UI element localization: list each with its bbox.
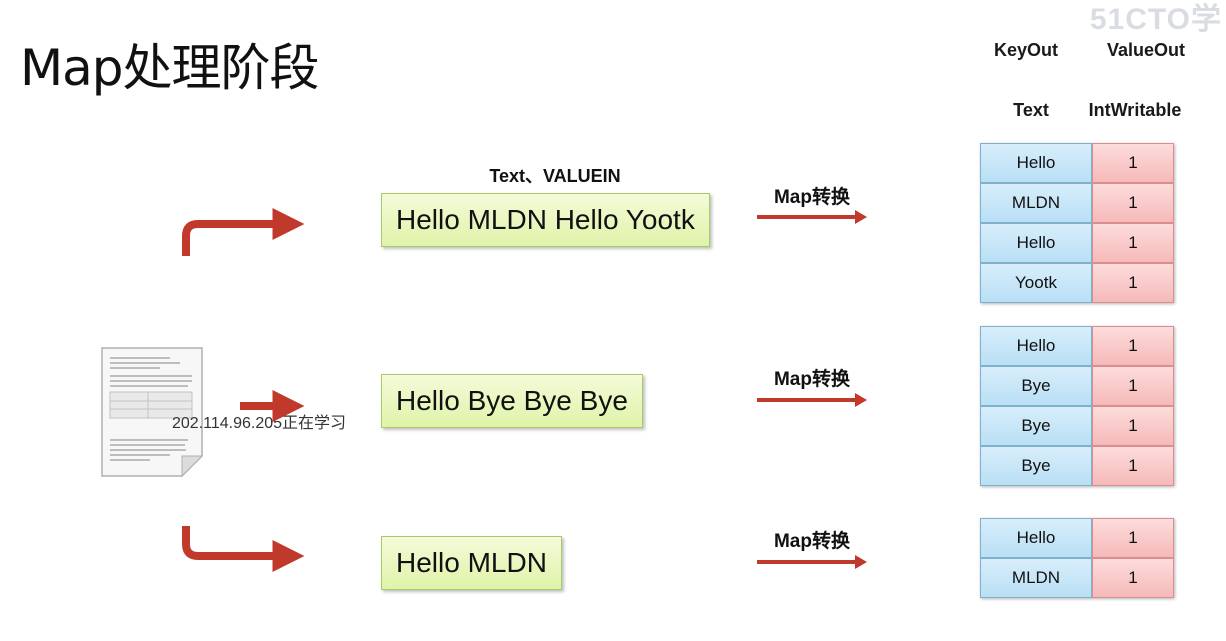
key-out-header: KeyOut: [993, 40, 1058, 60]
document-icon: [100, 346, 204, 478]
split-arrow-bottom: [182, 526, 305, 572]
split-arrows: [182, 208, 305, 572]
map-arrow-2: [757, 393, 867, 407]
value-type-header: IntWritable: [1088, 100, 1182, 120]
input-type-label: Text、VALUEIN: [489, 166, 621, 186]
kv-value: 1: [1092, 143, 1174, 183]
map-arrow-1: [757, 210, 867, 224]
map-arrow-3: [757, 555, 867, 569]
kv-key: Hello: [980, 518, 1092, 558]
input-line-3: Hello MLDN: [381, 536, 562, 590]
kv-key: Yootk: [980, 263, 1092, 303]
input-line-1: Hello MLDN Hello Yootk: [381, 193, 710, 247]
kv-key: Hello: [980, 223, 1092, 263]
kv-key: MLDN: [980, 183, 1092, 223]
kv-key: Bye: [980, 406, 1092, 446]
kv-value: 1: [1092, 183, 1174, 223]
kv-value: 1: [1092, 263, 1174, 303]
brand-watermark: 51CTO学: [1089, 3, 1222, 36]
split-arrow-top: [182, 208, 305, 256]
map-label-3: Map转换: [773, 531, 850, 552]
kv-value: 1: [1092, 558, 1174, 598]
value-out-header: ValueOut: [1106, 40, 1186, 60]
map-label-2: Map转换: [773, 369, 850, 390]
kv-value: 1: [1092, 366, 1174, 406]
key-type-header: Text: [1013, 100, 1049, 120]
kv-value: 1: [1092, 223, 1174, 263]
input-line-2: Hello Bye Bye Bye: [381, 374, 643, 428]
kv-key: Hello: [980, 143, 1092, 183]
map-label-1: Map转换: [773, 187, 850, 208]
kv-value: 1: [1092, 406, 1174, 446]
kv-key: Bye: [980, 366, 1092, 406]
kv-value: 1: [1092, 326, 1174, 366]
page-title: Map处理阶段: [20, 39, 320, 97]
kv-value: 1: [1092, 518, 1174, 558]
kv-key: Hello: [980, 326, 1092, 366]
kv-key: Bye: [980, 446, 1092, 486]
kv-key: MLDN: [980, 558, 1092, 598]
kv-value: 1: [1092, 446, 1174, 486]
